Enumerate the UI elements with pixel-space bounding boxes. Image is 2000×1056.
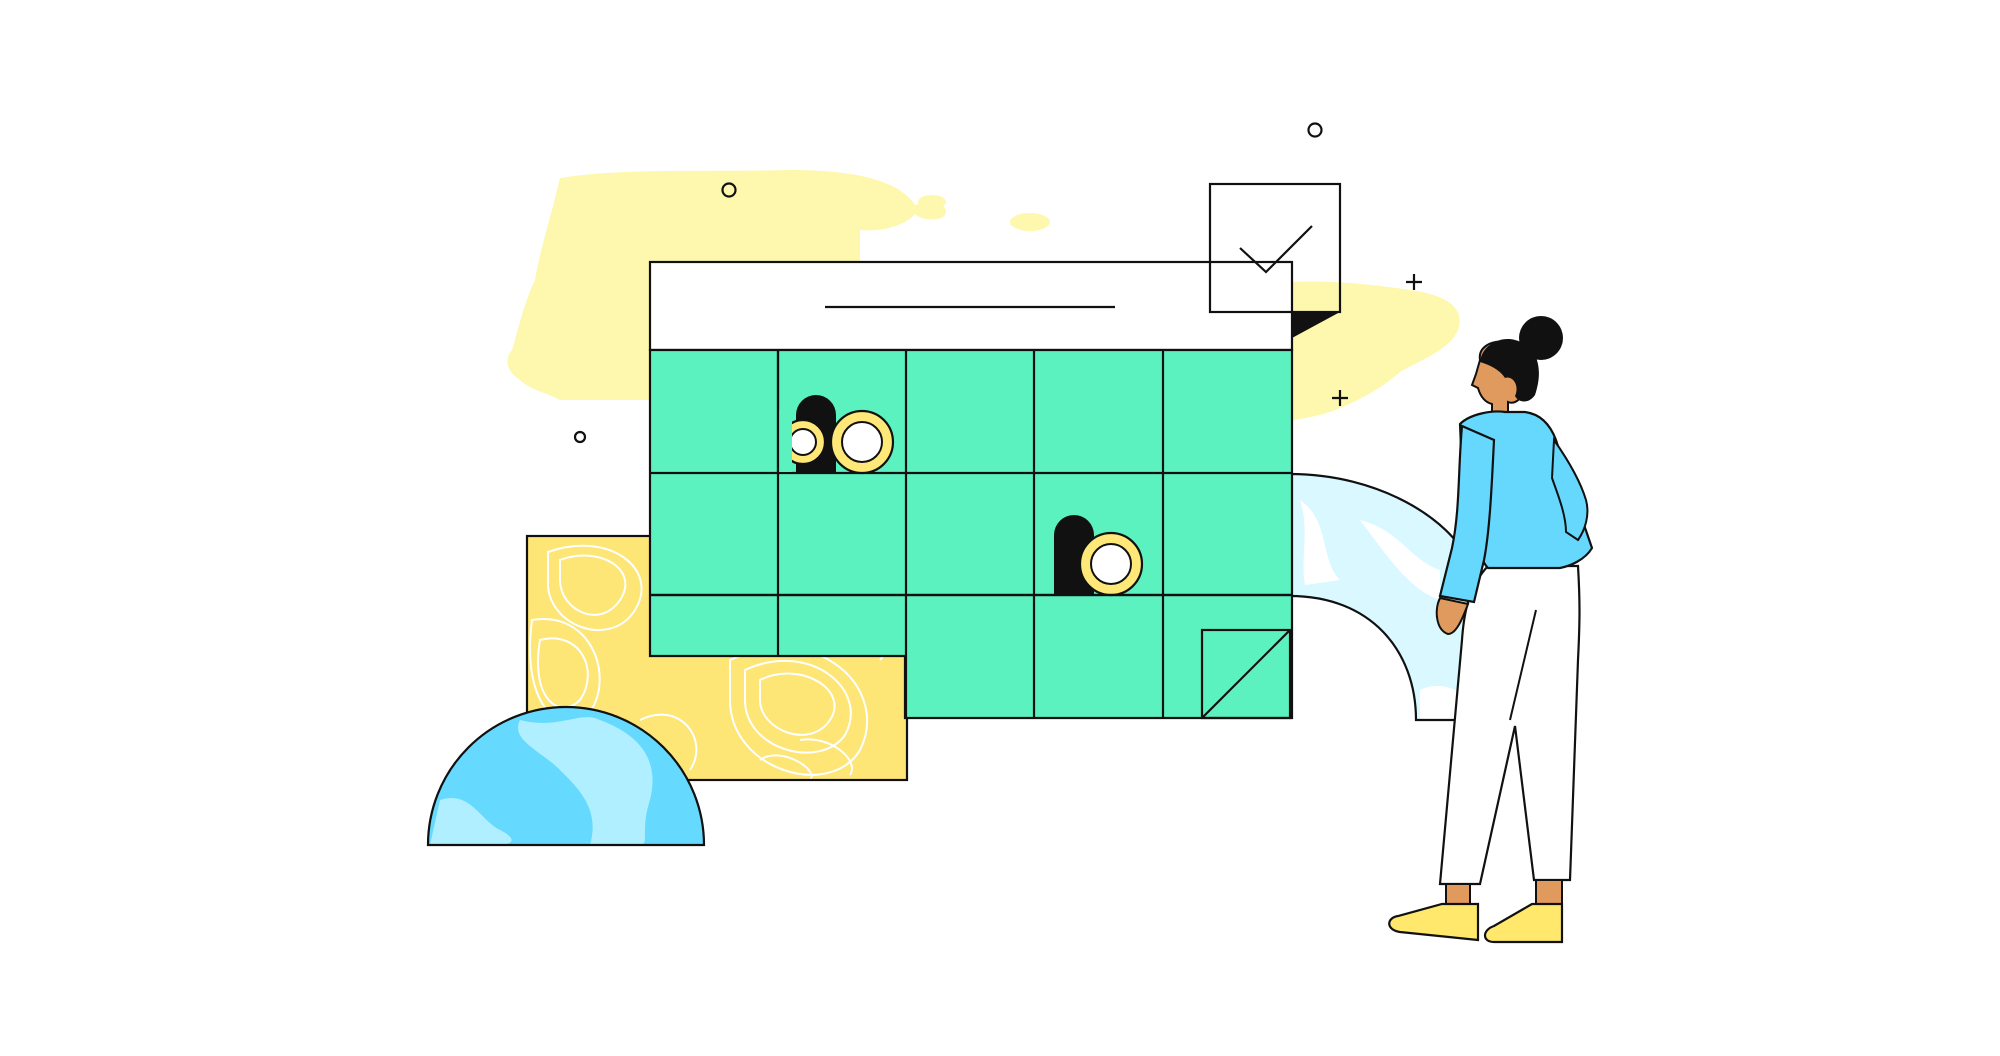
shoe-left (1388, 902, 1480, 942)
avatar-pin-icon (1054, 515, 1144, 597)
checkbox-check-icon (1208, 182, 1342, 338)
avatar-pin-icon (776, 350, 895, 475)
yellow-brush-background (507, 170, 1460, 420)
sparkle-decorations (573, 122, 1422, 444)
calendar-icon (648, 260, 1294, 720)
shoe-right (1483, 902, 1564, 944)
globe-icon (426, 705, 706, 847)
folded-corner-cell (1200, 628, 1292, 720)
person-figure (1388, 316, 1594, 944)
